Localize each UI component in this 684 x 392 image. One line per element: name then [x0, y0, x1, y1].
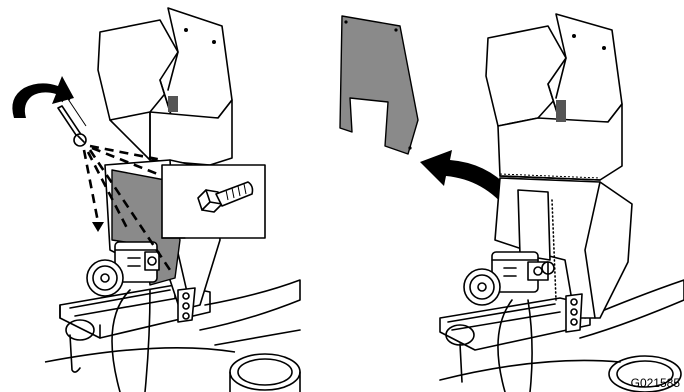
deflector-shield-removed [339, 15, 419, 155]
engine-left [65, 241, 196, 392]
engine-right [445, 251, 583, 392]
removal-arrow-icon [420, 150, 526, 222]
intake-mesh [556, 100, 566, 122]
wrench-icon [57, 95, 87, 147]
bolt-icon [197, 181, 254, 213]
machine-base-right [439, 279, 684, 392]
figure-id-label: G021585 [630, 376, 680, 390]
hopper-right [485, 13, 633, 319]
bolt-callout [161, 164, 266, 239]
right-panel [339, 13, 684, 392]
bolt-location-leaders [82, 144, 172, 271]
machine-base-left [44, 279, 301, 392]
left-panel [12, 7, 301, 392]
rotation-arrow-icon [12, 76, 74, 118]
intake-mesh [168, 96, 178, 112]
